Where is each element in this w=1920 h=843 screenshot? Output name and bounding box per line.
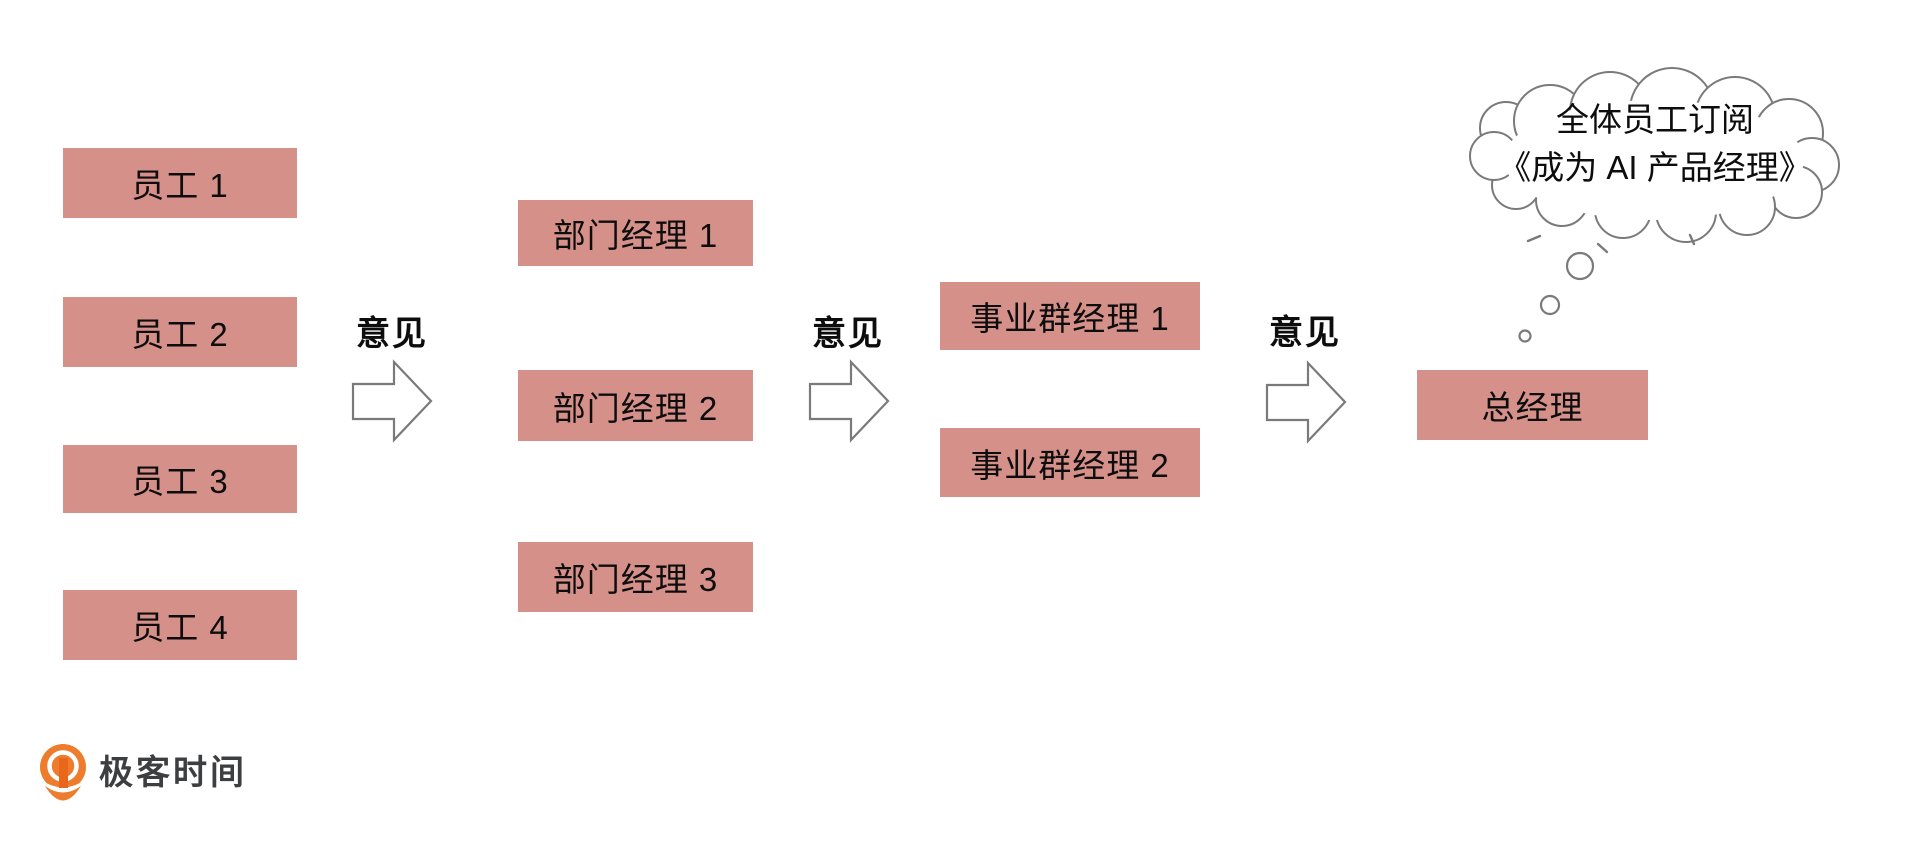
- geektime-logo-text: 极客时间: [99, 754, 247, 792]
- flow-label-3: 意见: [1269, 314, 1341, 352]
- geektime-logo-icon: [38, 744, 88, 801]
- box-dept-manager-3: 部门经理 3: [518, 542, 753, 612]
- thought-bubble-text: 全体员工订阅 《成为 AI 产品经理》: [1478, 96, 1832, 192]
- flow-arrow-icon: [808, 359, 890, 443]
- flow-label-1: 意见: [356, 315, 428, 353]
- cloud-sketch-dashes: [1526, 233, 1696, 254]
- thought-bubble-trail: [1518, 251, 1595, 343]
- box-general-manager: 总经理: [1417, 370, 1648, 440]
- flow-arrow-icon: [1265, 360, 1347, 444]
- box-group-manager-2: 事业群经理 2: [940, 428, 1200, 497]
- box-employee-3: 员工 3: [63, 445, 297, 513]
- geektime-logo: 极客时间: [38, 742, 247, 804]
- flow-label-2: 意见: [812, 315, 884, 353]
- flow-arrow-icon: [351, 359, 433, 443]
- box-employee-1: 员工 1: [63, 148, 297, 218]
- box-group-manager-1: 事业群经理 1: [940, 282, 1200, 350]
- box-dept-manager-2: 部门经理 2: [518, 370, 753, 441]
- box-dept-manager-1: 部门经理 1: [518, 200, 753, 266]
- box-employee-2: 员工 2: [63, 297, 297, 367]
- box-employee-4: 员工 4: [63, 590, 297, 660]
- thought-bubble-line-1: 全体员工订阅: [1556, 101, 1754, 138]
- thought-bubble-line-2: 《成为 AI 产品经理》: [1498, 149, 1812, 186]
